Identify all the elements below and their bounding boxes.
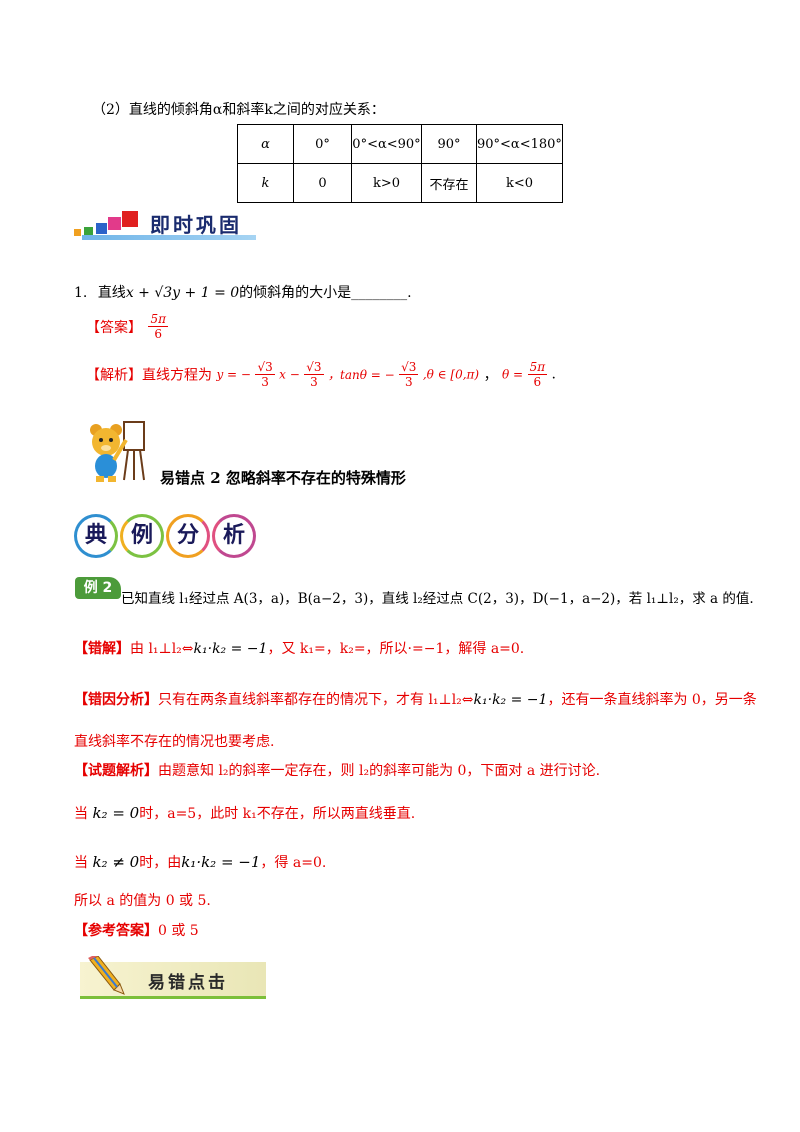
solution-label: 【试题解析】 bbox=[74, 763, 158, 779]
solution: 【试题解析】由题意知 l₂的斜率一定存在，则 l₂的斜率可能为 0，下面对 a … bbox=[74, 760, 600, 780]
solution-text: 由题意知 l₂的斜率一定存在，则 l₂的斜率可能为 0，下面对 a 进行讨论. bbox=[158, 763, 601, 779]
decor-square-icon bbox=[84, 227, 93, 236]
fraction-numerator: 5π bbox=[527, 360, 548, 375]
question-equation: x + √3y + 1 = 0 bbox=[125, 285, 240, 301]
fraction-denominator: 6 bbox=[154, 327, 163, 341]
case-text: 当 bbox=[74, 855, 88, 871]
table-cell: α bbox=[237, 124, 294, 164]
wrong-solution-label: 【错解】 bbox=[74, 641, 130, 657]
case-text: 时，a=5，此时 k₁不存在，所以两直线垂直. bbox=[139, 806, 416, 822]
table-cell: k<0 bbox=[476, 163, 563, 203]
analysis-label: 【解析】 bbox=[86, 367, 142, 384]
fraction-denominator: 3 bbox=[261, 375, 269, 389]
math-formula: k₁·k₂ = −1 bbox=[193, 641, 268, 657]
table-cell: 90°<α<180° bbox=[476, 124, 563, 164]
question-prefix: 直线 bbox=[97, 285, 126, 301]
decor-square-icon bbox=[122, 211, 138, 227]
reference-text: 0 或 5 bbox=[158, 923, 199, 939]
table-cell: 0°<α<90° bbox=[351, 124, 422, 164]
table-cell: k bbox=[237, 163, 294, 203]
angle-slope-table: α 0° 0°<α<90° 90° 90°<α<180° k 0 k>0 不存在… bbox=[237, 124, 563, 203]
table-row: k 0 k>0 不存在 k<0 bbox=[237, 163, 563, 203]
fraction-denominator: 3 bbox=[404, 375, 413, 389]
table-cell: 不存在 bbox=[421, 163, 477, 203]
answer-fraction: 5π 6 bbox=[148, 312, 168, 341]
table-cell: k>0 bbox=[351, 163, 422, 203]
math-formula: k₁·k₂ = −1 bbox=[473, 692, 548, 708]
math-text: x − bbox=[279, 367, 300, 382]
decor-square-icon bbox=[74, 229, 81, 236]
error-analysis: 【错因分析】只有在两条直线斜率都存在的情况下，才有 l₁⊥l₂⇔k₁·k₂ = … bbox=[74, 689, 757, 709]
case-text: 时，由 bbox=[139, 855, 182, 871]
pencil-icon bbox=[88, 956, 125, 995]
table-cell: 0° bbox=[293, 124, 352, 164]
fraction-numerator: 5π bbox=[148, 312, 168, 327]
question-1: 1. 直线x + √3y + 1 = 0的倾斜角的大小是________. bbox=[74, 282, 412, 302]
math-text: ,θ ∈ [0,π) bbox=[422, 367, 480, 382]
solution-conclusion: 所以 a 的值为 0 或 5. bbox=[74, 893, 211, 909]
example-badge: 例 2 bbox=[75, 577, 121, 599]
case-text: ，得 a=0. bbox=[260, 855, 327, 871]
solution-case-2: 当 k₂ ≠ 0时，由k₁·k₂ = −1，得 a=0. bbox=[74, 852, 326, 872]
bear-mascot-icon bbox=[90, 421, 145, 482]
answer-label: 【答案】 bbox=[86, 319, 142, 336]
question-number: 1. bbox=[74, 285, 88, 301]
math-text: θ = bbox=[502, 367, 524, 382]
fraction-numerator: √3 bbox=[304, 360, 324, 375]
solution-case-1: 当 k₂ = 0时，a=5，此时 k₁不存在，所以两直线垂直. bbox=[74, 803, 415, 823]
table-cell: 90° bbox=[421, 124, 477, 164]
wrong-solution-text: ，又 k₁=，k₂=，所以·=−1，解得 a=0. bbox=[267, 641, 525, 657]
question-suffix: 的倾斜角的大小是 bbox=[239, 285, 352, 301]
fraction-numerator: √3 bbox=[255, 360, 275, 375]
section-heading: 易错点 2 忽略斜率不存在的特殊情形 bbox=[160, 469, 406, 487]
math-text: ， bbox=[483, 367, 498, 384]
fraction-denominator: 6 bbox=[533, 375, 542, 389]
wrong-solution: 【错解】由 l₁⊥l₂⇔k₁·k₂ = −1，又 k₁=，k₂=，所以·=−1，… bbox=[74, 638, 524, 658]
banner-char: 典 bbox=[74, 514, 118, 558]
math-text: ，tanθ = − bbox=[328, 368, 395, 382]
banner-char: 分 bbox=[166, 514, 210, 558]
error-analysis-text: 只有在两条直线斜率都存在的情况下，才有 l₁⊥l₂⇔ bbox=[158, 692, 474, 708]
math-formula: k₂ = 0 bbox=[92, 804, 140, 822]
fraction-numerator: √3 bbox=[399, 360, 419, 375]
math-formula: k₁·k₂ = −1 bbox=[181, 853, 261, 871]
example-text: 已知直线 l₁经过点 A(3，a)，B(a−2，3)，直线 l₂经过点 C(2，… bbox=[121, 591, 754, 607]
reference-answer: 【参考答案】0 或 5 bbox=[74, 920, 199, 940]
error-analysis-text: ，还有一条直线斜率为 0，另一条 bbox=[547, 692, 757, 708]
fraction-denominator: 3 bbox=[310, 375, 318, 389]
banner-title: 即时巩固 bbox=[150, 213, 242, 237]
answer-blank: ________ bbox=[351, 285, 408, 301]
math-text: . bbox=[551, 366, 556, 383]
analysis-text: 直线方程为 bbox=[142, 367, 212, 384]
case-text: 当 bbox=[74, 806, 88, 822]
banner-title: 易错点击 bbox=[148, 973, 228, 993]
error-analysis-line2: 直线斜率不存在的情况也要考虑. bbox=[74, 734, 275, 750]
math-formula: k₂ ≠ 0 bbox=[92, 853, 140, 871]
decor-square-icon bbox=[96, 223, 107, 234]
banner-char: 析 bbox=[212, 514, 256, 558]
decor-square-icon bbox=[108, 217, 121, 230]
table-cell: 0 bbox=[293, 163, 352, 203]
consolidation-banner: 即时巩固 bbox=[74, 207, 256, 243]
error-tips-banner: 易错点击 bbox=[80, 956, 266, 999]
banner-char: 例 bbox=[120, 514, 164, 558]
section-intro: （2）直线的倾斜角α和斜率k之间的对应关系： bbox=[92, 102, 385, 118]
table-row: α 0° 0°<α<90° 90° 90°<α<180° bbox=[237, 124, 563, 164]
wrong-solution-text: 由 l₁⊥l₂⇔ bbox=[130, 641, 194, 657]
answer-1: 【答案】 5π 6 bbox=[86, 312, 168, 341]
banner-underline bbox=[82, 235, 256, 240]
math-text: y = − bbox=[216, 367, 251, 382]
question-end: . bbox=[407, 285, 412, 301]
reference-label: 【参考答案】 bbox=[74, 923, 158, 939]
error-analysis-label: 【错因分析】 bbox=[74, 692, 158, 708]
